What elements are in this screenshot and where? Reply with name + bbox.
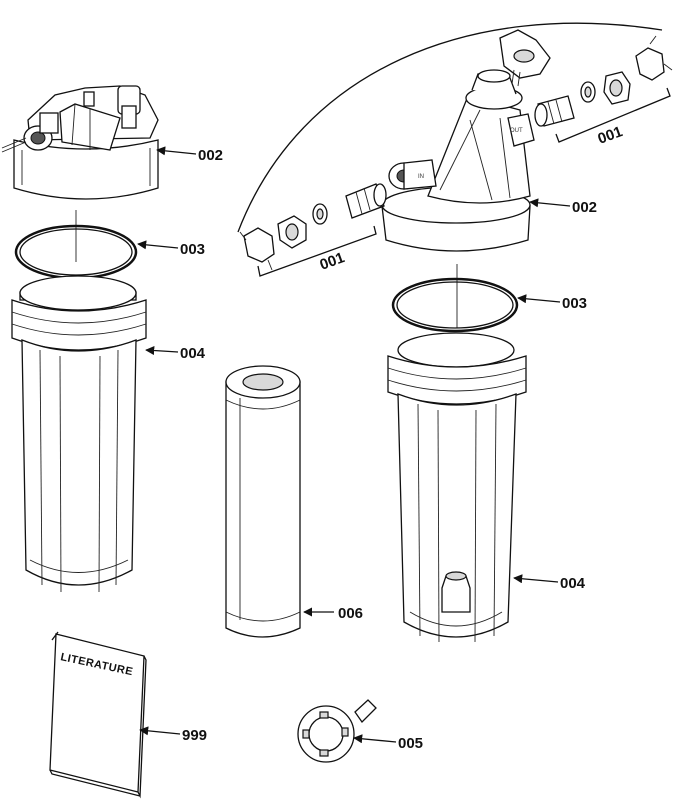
label-wrench: 005	[398, 735, 423, 752]
right-housing	[387, 332, 527, 643]
left-housing	[11, 275, 147, 593]
head-inlet-marking: IN	[418, 174, 424, 180]
left-fittings	[239, 183, 387, 277]
label-head-left: 002	[198, 147, 223, 164]
assembly-arc	[237, 22, 663, 233]
label-literature: 999	[182, 727, 207, 744]
pressure-relief-knob	[499, 29, 551, 87]
label-housing-right: 004	[560, 575, 586, 592]
label-fittings-right: 001	[596, 123, 625, 148]
leader-arrows	[137, 146, 571, 744]
label-housing-left: 004	[180, 345, 206, 362]
right-filter-head: IN OUT	[381, 69, 535, 252]
label-head-right: 002	[572, 199, 597, 216]
right-fittings	[534, 35, 673, 143]
housing-wrench	[297, 699, 377, 763]
head-outlet-marking: OUT	[510, 128, 523, 134]
literature-booklet: LITERATURE	[49, 631, 147, 799]
left-filter-head	[1, 85, 159, 200]
label-oring-left: 003	[180, 241, 205, 258]
label-cartridge: 006	[338, 605, 363, 622]
label-oring-right: 003	[562, 295, 587, 312]
right-o-ring	[391, 264, 519, 333]
filter-cartridge	[225, 365, 301, 638]
left-o-ring	[14, 210, 138, 280]
